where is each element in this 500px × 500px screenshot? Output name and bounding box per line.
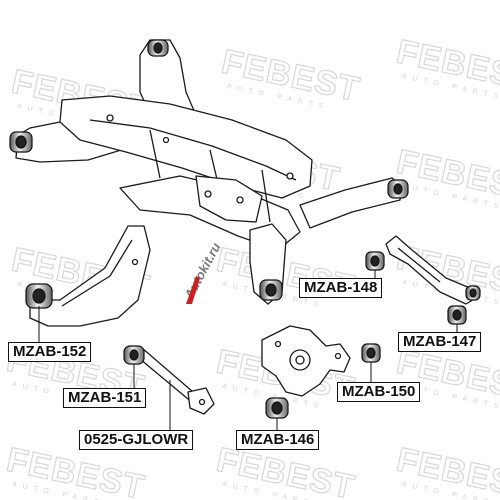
lateral-link: [133, 347, 215, 415]
part-label-mzab-151[interactable]: MZAB-151: [63, 388, 147, 408]
steering-knuckle: [261, 325, 351, 397]
mount-hole: [162, 136, 170, 144]
mount-hole: [204, 190, 212, 198]
bushing-arm-end: [465, 285, 481, 301]
bushing-right: [387, 179, 409, 199]
bushing-mzab-152: [25, 283, 53, 309]
part-label-mzab-146[interactable]: MZAB-146: [236, 430, 320, 450]
bushing-mzab-146: [265, 397, 289, 419]
subframe-main-member: [59, 95, 313, 199]
watermark: FEBEST AUTO PARTS: [393, 342, 500, 411]
bushing-top: [147, 39, 169, 57]
mount-hole: [286, 172, 294, 180]
part-label-0525-gjlowr[interactable]: 0525-GJLOWR: [79, 430, 194, 450]
mount-hole: [106, 114, 114, 122]
watermark: FEBEST AUTO PARTS: [393, 32, 500, 101]
subframe-assembly: [15, 39, 403, 305]
bushing-mzab-148: [365, 251, 385, 271]
watermark: FEBEST AUTO PARTS: [393, 440, 500, 500]
mount-hole: [236, 196, 244, 204]
subframe-center-bracket: [195, 175, 263, 223]
bushing-left: [9, 131, 33, 153]
part-label-mzab-150[interactable]: MZAB-150: [337, 382, 421, 402]
watermark: FEBEST AUTO PARTS: [218, 42, 364, 111]
bushing-lower: [259, 279, 283, 301]
bushing-mzab-150: [361, 343, 381, 363]
part-label-mzab-148[interactable]: MZAB-148: [299, 278, 383, 298]
bushing-mzab-151: [123, 345, 145, 365]
lower-control-arm: [29, 225, 151, 327]
part-label-mzab-152[interactable]: MZAB-152: [8, 342, 92, 362]
part-label-mzab-147[interactable]: MZAB-147: [398, 332, 482, 352]
bushing-mzab-147: [447, 305, 467, 325]
autokit-logo-swoosh: [186, 276, 200, 304]
subframe-inner-rail: [89, 119, 297, 181]
leader-lines: [38, 270, 458, 430]
subframe-bushings: [9, 39, 409, 301]
watermark: FEBEST AUTO PARTS: [393, 142, 500, 211]
